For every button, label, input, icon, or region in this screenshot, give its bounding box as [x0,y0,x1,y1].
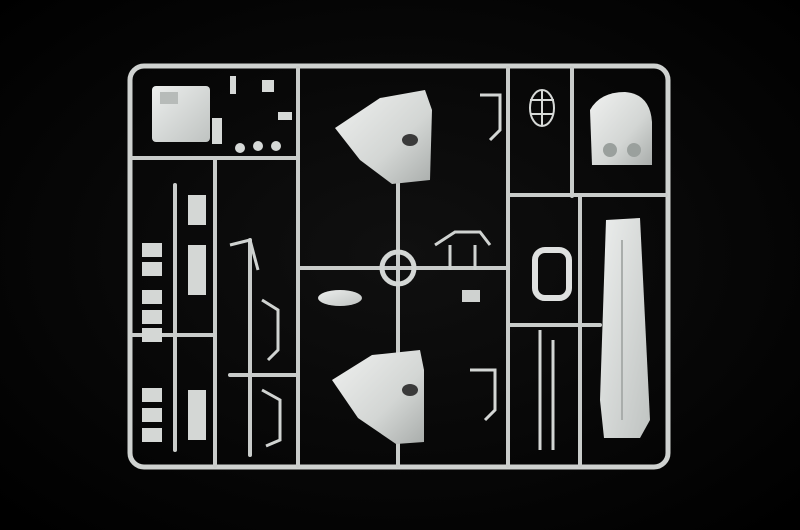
grille-part [529,89,555,127]
canopy-hood-part [590,92,652,165]
track-links-parts [142,195,206,442]
handle-frame-part [532,247,572,301]
small-parts-cluster [212,76,292,153]
oval-plate-part [318,290,362,306]
rod-parts [470,93,555,450]
flat-panel-part [152,86,210,142]
upper-cowl-part [335,90,432,184]
sprue-runners [130,66,668,468]
long-tray-part [600,218,650,438]
suspension-arm-parts [229,238,282,448]
center-ring [379,249,417,287]
strut-parts [434,230,492,270]
lower-cowl-part [332,350,424,444]
